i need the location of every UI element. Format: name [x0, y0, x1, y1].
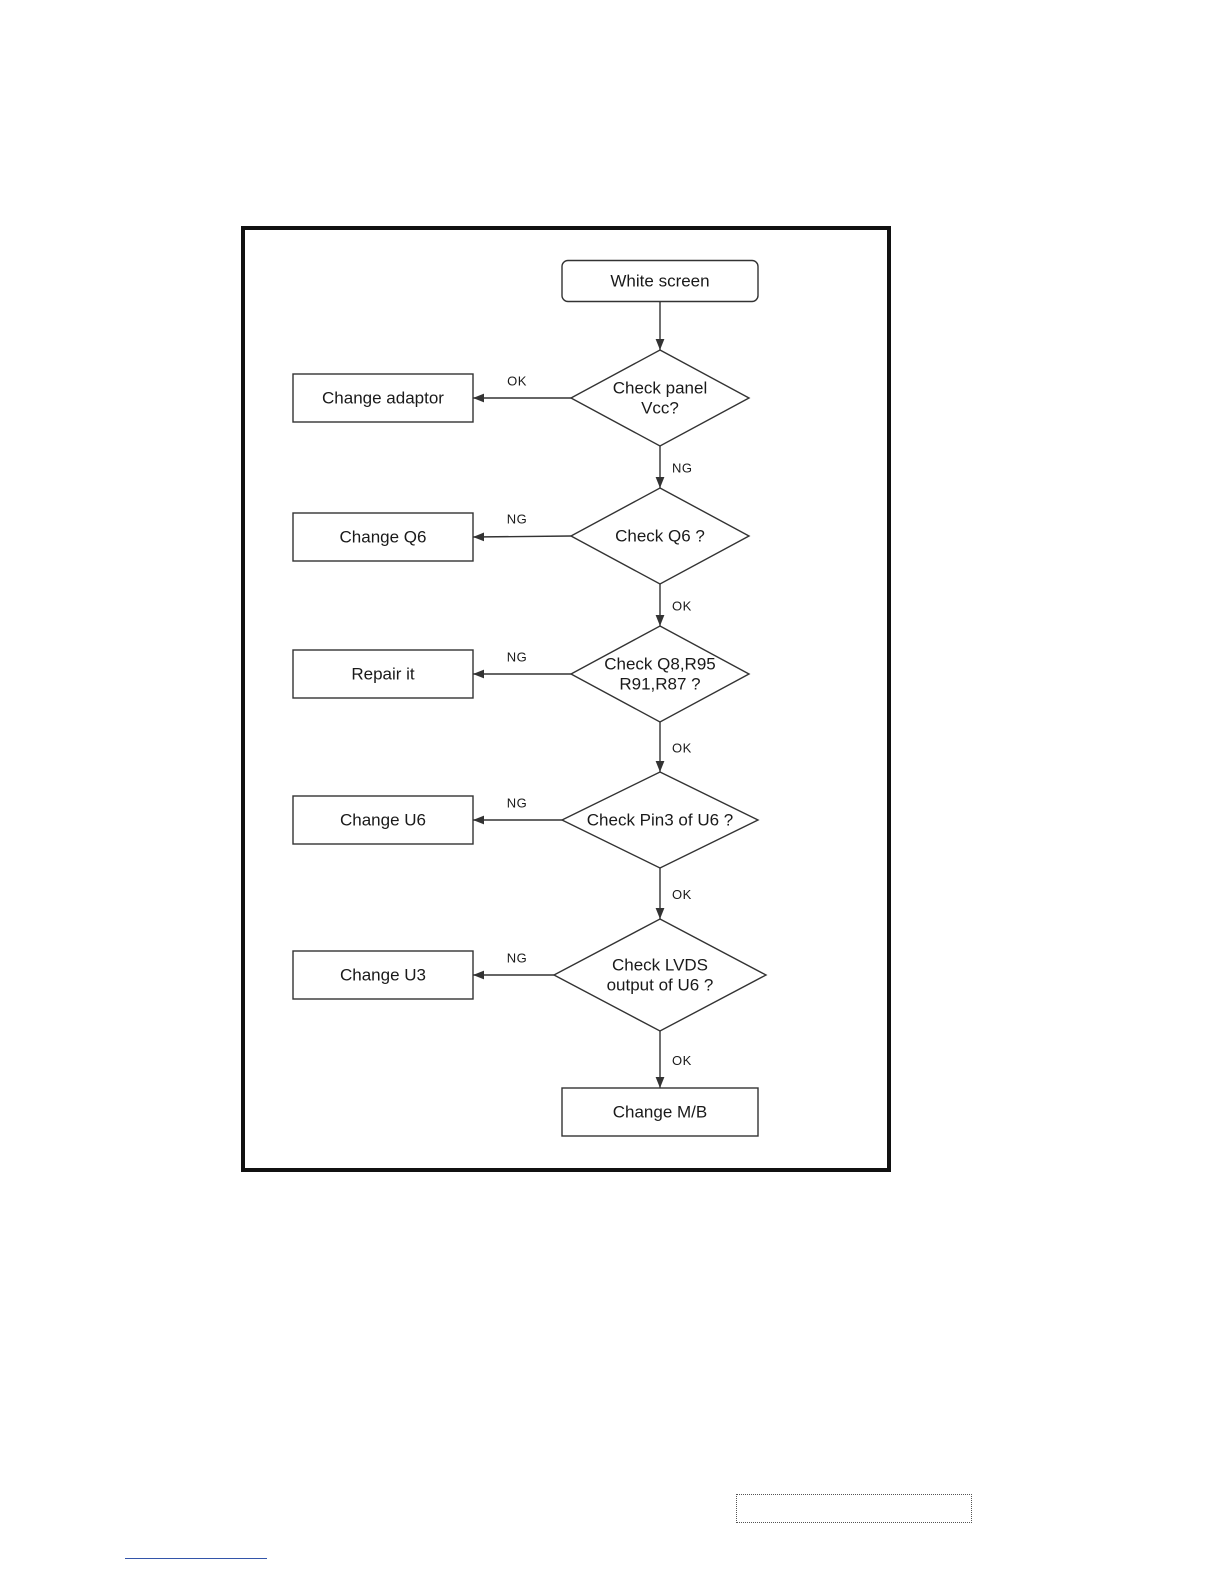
node-label: Change M/B — [613, 1103, 708, 1122]
edge-label: NG — [507, 650, 528, 665]
node-repair-it: Repair it — [293, 650, 473, 698]
node-change-mb: Change M/B — [562, 1088, 758, 1136]
edge-label: NG — [507, 512, 528, 527]
node-label: Vcc? — [641, 399, 679, 418]
node-change-u3: Change U3 — [293, 951, 473, 999]
edge-check-panel-vcc-to-check-q6: NG — [660, 446, 693, 488]
node-check-pin3-u6: Check Pin3 of U6 ? — [562, 772, 758, 868]
edge-label: OK — [672, 599, 692, 614]
node-label: output of U6 ? — [607, 976, 714, 995]
edge-label: OK — [672, 887, 692, 902]
node-label: Change Q6 — [340, 528, 427, 547]
node-white-screen: White screen — [562, 261, 758, 302]
edge-label: OK — [672, 741, 692, 756]
node-label: Change U3 — [340, 966, 426, 985]
edge-label: OK — [507, 374, 527, 389]
node-label: Check panel — [613, 379, 708, 398]
edge-label: OK — [672, 1053, 692, 1068]
edge-label: NG — [507, 796, 528, 811]
node-check-q6: Check Q6 ? — [571, 488, 749, 584]
node-label: Check Pin3 of U6 ? — [587, 811, 733, 830]
edge-check-q6-to-check-q8-r95: OK — [660, 584, 692, 626]
edge-label: NG — [507, 951, 528, 966]
edge-check-pin3-u6-to-check-lvds-u6: OK — [660, 868, 692, 919]
node-change-adaptor: Change adaptor — [293, 374, 473, 422]
node-change-q6: Change Q6 — [293, 513, 473, 561]
footer-box — [736, 1494, 972, 1523]
edge-check-lvds-u6-to-change-mb: OK — [660, 1031, 692, 1088]
node-label: Check Q6 ? — [615, 527, 705, 546]
connector-arrow — [473, 536, 571, 537]
edge-check-q8-r95-to-check-pin3-u6: OK — [660, 722, 692, 772]
node-label: Check Q8,R95 — [604, 655, 716, 674]
edge-check-q6-to-change-q6: NG — [473, 512, 571, 538]
node-label: Change adaptor — [322, 389, 444, 408]
footer-rule — [125, 1558, 267, 1559]
edge-check-q8-r95-to-repair-it: NG — [473, 650, 571, 675]
node-label: Change U6 — [340, 811, 426, 830]
node-label: Repair it — [351, 665, 415, 684]
edge-label: NG — [672, 461, 693, 476]
node-label: White screen — [610, 272, 709, 291]
edge-check-panel-vcc-to-change-adaptor: OK — [473, 374, 571, 399]
edge-check-lvds-u6-to-change-u3: NG — [473, 951, 554, 976]
node-label: R91,R87 ? — [619, 675, 700, 694]
node-change-u6: Change U6 — [293, 796, 473, 844]
diagram-frame — [243, 228, 889, 1170]
node-label: Check LVDS — [612, 956, 708, 975]
edge-check-pin3-u6-to-change-u6: NG — [473, 796, 562, 821]
